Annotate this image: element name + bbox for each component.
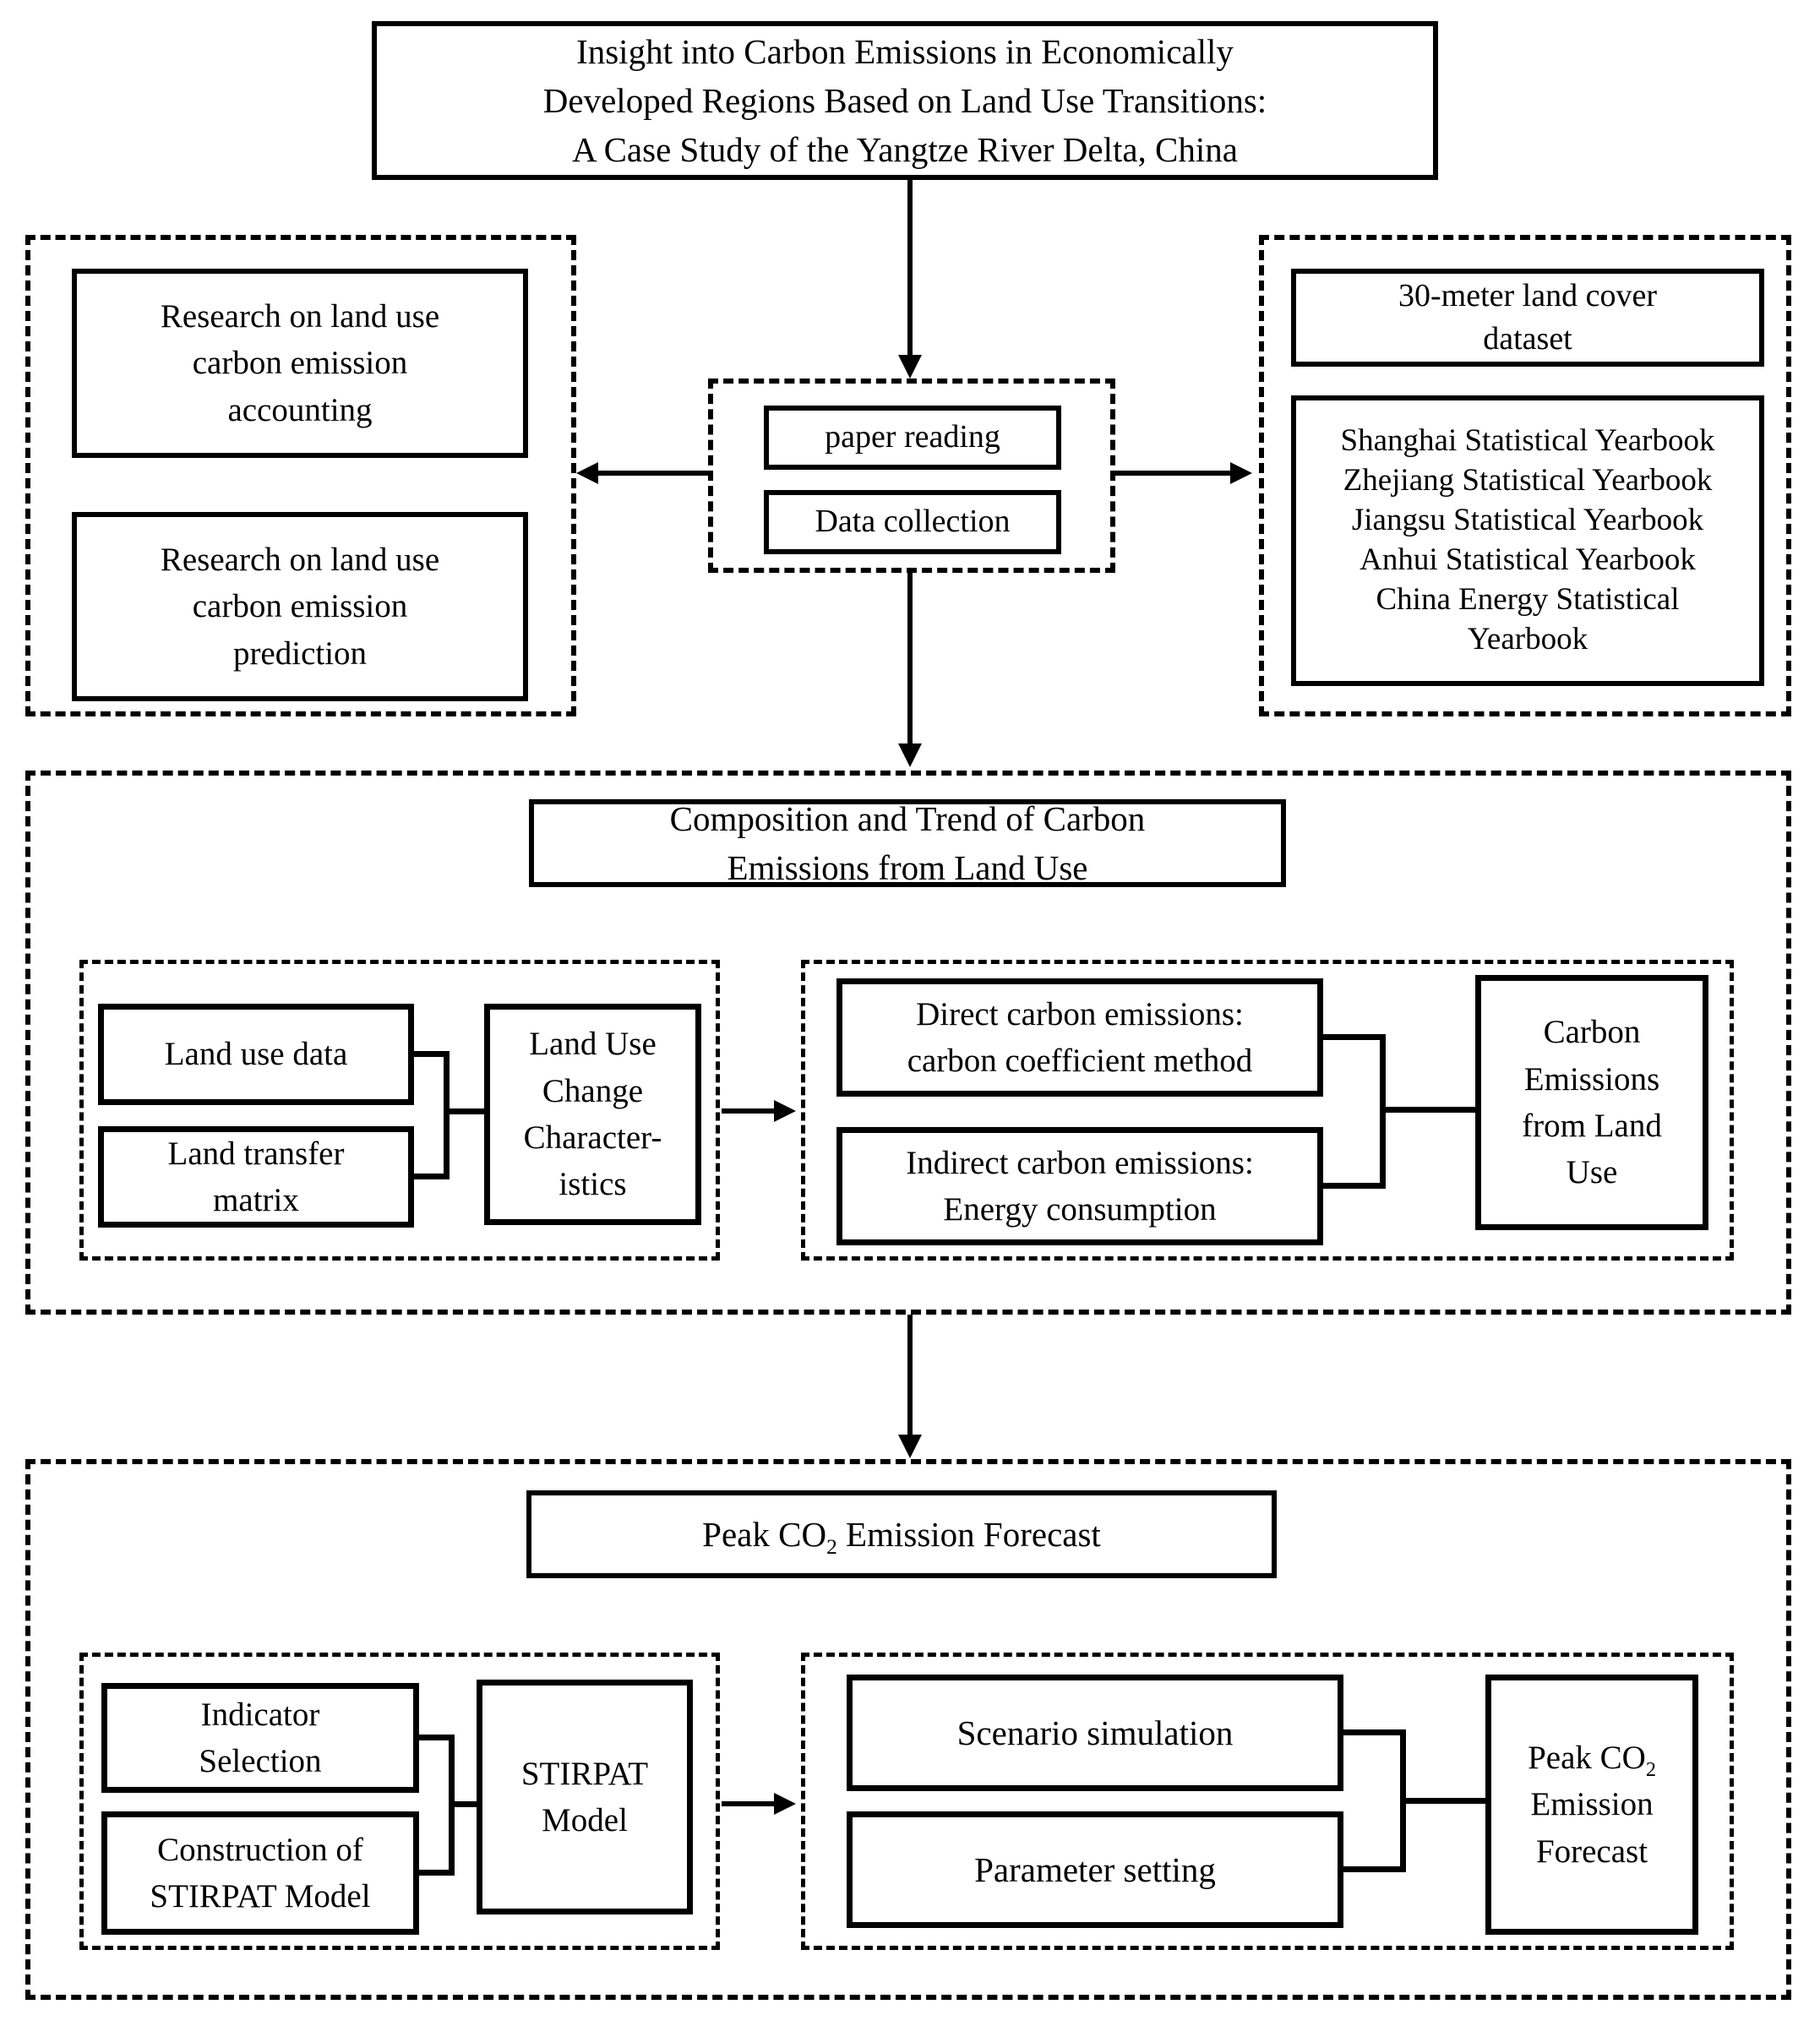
construction-stirpat-box: Construction of STIRPAT Model	[101, 1811, 419, 1935]
composition-header-box: Composition and Trend of Carbon Emission…	[529, 799, 1286, 887]
arrow-right-head	[774, 1793, 796, 1815]
bracket-connector	[1380, 1107, 1475, 1113]
bracket-connector	[1343, 1866, 1406, 1872]
carbon-emissions-output-box: Carbon Emissions from Land Use	[1475, 975, 1708, 1230]
peak-forecast-output-box: Peak CO2 Emission Forecast	[1485, 1675, 1698, 1935]
emissions-accounting-subpanel	[801, 960, 1734, 1261]
yearbooks-box: Shanghai Statistical Yearbook Zhejiang S…	[1291, 395, 1764, 686]
composition-panel	[25, 771, 1791, 1315]
indicator-selection-box: Indicator Selection	[101, 1683, 419, 1793]
indirect-emissions-box: Indirect carbon emissions: Energy consum…	[836, 1127, 1323, 1245]
yearbook-item: China Energy Statistical Yearbook	[1376, 581, 1680, 656]
arrow-landchange-to-emissions-line	[722, 1108, 776, 1114]
arrow-down-head	[898, 355, 922, 379]
arrow-down-head	[898, 1435, 922, 1458]
simulation-subpanel	[801, 1653, 1734, 1950]
bracket-connector	[419, 1870, 455, 1876]
arrow-right-head	[1230, 462, 1252, 484]
arrow-methods-to-composition-line	[907, 573, 913, 745]
land-transfer-matrix-box: Land transfer matrix	[98, 1126, 414, 1228]
land-cover-dataset-box: 30-meter land cover dataset	[1291, 269, 1764, 367]
arrow-composition-to-forecast-line	[907, 1315, 913, 1436]
land-change-subpanel	[79, 960, 720, 1261]
literature-prediction-box: Research on land use carbon emission pre…	[72, 512, 528, 701]
stirpat-model-box: STIRPAT Model	[477, 1680, 693, 1914]
peak-forecast-output-text: Peak CO2 Emission Forecast	[1528, 1739, 1656, 1870]
bracket-connector	[412, 1174, 450, 1179]
literature-accounting-box: Research on land use carbon emission acc…	[72, 269, 528, 458]
arrow-left-head	[576, 462, 598, 484]
yearbook-item: Shanghai Statistical Yearbook	[1340, 423, 1715, 459]
bracket-connector	[444, 1051, 450, 1179]
arrow-right-head	[774, 1100, 796, 1122]
title-box: Insight into Carbon Emissions in Economi…	[372, 21, 1438, 180]
yearbook-item: Jiangsu Statistical Yearbook	[1351, 503, 1704, 538]
bracket-connector	[1323, 1034, 1386, 1040]
direct-emissions-box: Direct carbon emissions: carbon coeffici…	[836, 978, 1323, 1097]
arrow-title-to-methods-line	[907, 180, 913, 357]
bracket-connector	[444, 1108, 484, 1114]
method-panel	[708, 379, 1115, 573]
paper-reading-box: paper reading	[764, 406, 1061, 470]
land-use-change-box: Land Use Change Character- istics	[484, 1004, 701, 1225]
bracket-connector	[412, 1051, 450, 1057]
land-use-data-box: Land use data	[98, 1004, 414, 1105]
forecast-header-text: Peak CO2 Emission Forecast	[702, 1514, 1101, 1560]
yearbook-item: Zhejiang Statistical Yearbook	[1343, 463, 1713, 498]
arrow-methods-to-literature-line	[597, 471, 708, 476]
scenario-simulation-box: Scenario simulation	[847, 1675, 1343, 1791]
arrow-methods-to-data-line	[1115, 471, 1232, 476]
bracket-connector	[1343, 1729, 1406, 1735]
stirpat-subpanel	[79, 1653, 720, 1950]
data-sources-panel	[1259, 235, 1791, 716]
arrow-stirpat-to-scenario-line	[722, 1801, 776, 1806]
forecast-header-box: Peak CO2 Emission Forecast	[526, 1490, 1277, 1578]
bracket-connector	[419, 1735, 455, 1740]
bracket-connector	[449, 1801, 477, 1807]
arrow-down-head	[898, 743, 922, 767]
yearbook-list: Shanghai Statistical Yearbook Zhejiang S…	[1321, 422, 1734, 660]
data-collection-box: Data collection	[764, 490, 1061, 554]
yearbook-item: Anhui Statistical Yearbook	[1360, 542, 1696, 577]
bracket-connector	[1400, 1798, 1485, 1804]
literature-panel	[25, 235, 576, 716]
forecast-panel	[25, 1459, 1791, 2000]
bracket-connector	[1323, 1183, 1386, 1189]
parameter-setting-box: Parameter setting	[847, 1811, 1343, 1928]
